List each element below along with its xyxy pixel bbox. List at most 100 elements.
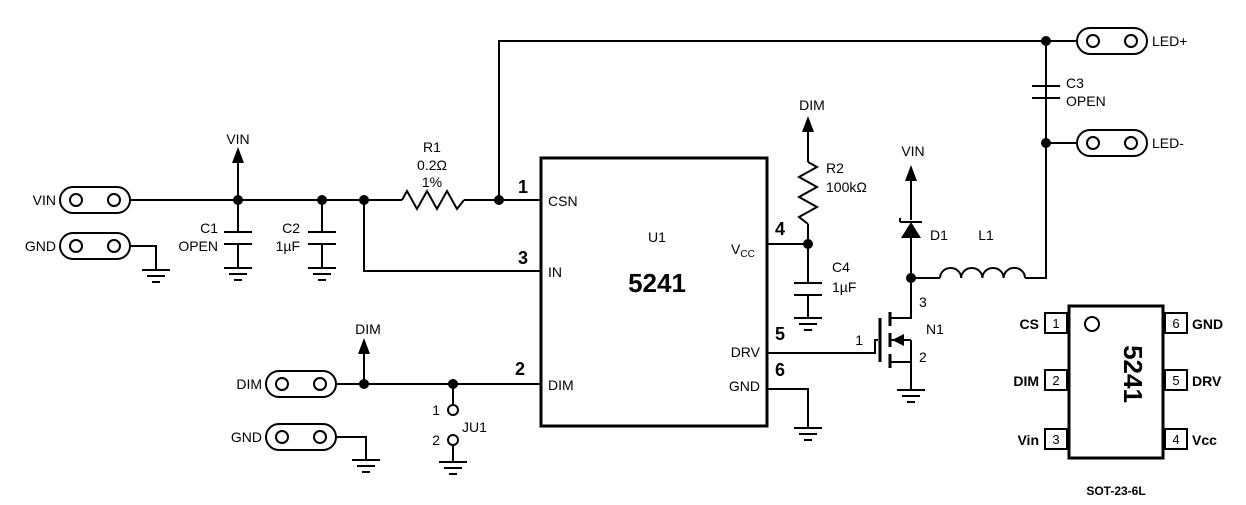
gnd-bottom-connector-label: GND: [231, 429, 262, 445]
ic-pin-vcc-num: 4: [775, 219, 785, 239]
pkg-pin-num: 5: [1172, 373, 1179, 388]
ju1-ref: JU1: [462, 419, 487, 435]
r1-value: 0.2Ω: [417, 157, 447, 173]
led-minus-connector: LED-: [1076, 129, 1184, 157]
junction-dot: [494, 195, 504, 205]
n1-pin2: 2: [919, 349, 927, 365]
c2-value: 1µF: [276, 238, 300, 254]
d1-ref: D1: [930, 227, 948, 243]
ic-pin-dim-name: DIM: [548, 377, 574, 393]
vin-connector-label: VIN: [33, 192, 56, 208]
junction-dot: [448, 379, 458, 389]
pkg-pin-num: 2: [1052, 373, 1059, 388]
package-body: [1067, 304, 1165, 460]
r2-resistor-icon: [796, 161, 820, 225]
vin-d1-arrow-icon: VIN: [901, 143, 925, 181]
junction-dot: [906, 273, 916, 283]
pkg-pin-name: Vcc: [1192, 432, 1217, 448]
pkg-pin-num: 1: [1052, 316, 1059, 331]
pkg-pin-num: 6: [1172, 316, 1179, 331]
ic-pin-csn-num: 1: [518, 177, 528, 197]
gnd-top-connector-label: GND: [25, 238, 56, 254]
pkg-pin-name: DRV: [1192, 373, 1222, 389]
package-name: SOT-23-6L: [1086, 484, 1145, 498]
ic-pin-in-name: IN: [548, 264, 562, 280]
ground-icon: [793, 317, 823, 331]
package-diagram: 5241 1 2 3 6 5 4 CS DIM Vin GND DRV Vcc …: [1013, 304, 1223, 498]
ground-icon: [307, 267, 337, 281]
dim-rail-label: DIM: [355, 321, 381, 337]
c3-ref: C3: [1066, 75, 1084, 91]
d1-diode-icon: [899, 218, 922, 238]
ic-u1-body: [539, 156, 769, 428]
r2-value: 100kΩ: [826, 179, 867, 195]
c4-ref: C4: [832, 259, 850, 275]
junction-dot: [803, 239, 813, 249]
ground-icon: [438, 461, 468, 475]
dim-connector-label: DIM: [236, 376, 262, 392]
ju1-pin1: 1: [432, 402, 440, 418]
junction-dot: [359, 195, 369, 205]
junction-dot: [1041, 36, 1051, 46]
ju1-jumper-icon: [447, 404, 459, 446]
junction-dot: [233, 195, 243, 205]
c1-value: OPEN: [178, 238, 218, 254]
c2-ref: C2: [282, 220, 300, 236]
vin-connector: VIN: [33, 186, 131, 214]
ground-icon: [793, 427, 823, 441]
ic-ref: U1: [648, 229, 666, 245]
l1-ref: L1: [978, 227, 994, 243]
n1-pin1: 1: [855, 332, 863, 348]
dim-connector: DIM: [236, 370, 337, 398]
r1-tolerance: 1%: [422, 174, 442, 190]
n1-ref: N1: [926, 321, 944, 337]
led-plus-connector-label: LED+: [1152, 33, 1187, 49]
pin1-marker-icon: [1084, 316, 1100, 332]
ground-icon: [223, 267, 253, 281]
c3-capacitor-icon: [1032, 85, 1060, 99]
ic-pin-gnd-name: GND: [729, 378, 760, 394]
pkg-pin-name: DIM: [1013, 373, 1039, 389]
ic-pin-csn-name: CSN: [548, 193, 578, 209]
junction-dot: [1041, 138, 1051, 148]
ic-pin-drv-name: DRV: [731, 344, 761, 360]
ic-pin-gnd-num: 6: [775, 360, 785, 380]
junction-dot: [359, 379, 369, 389]
package-chip-name: 5241: [1118, 345, 1148, 403]
c4-value: 1µF: [832, 279, 856, 295]
dim-r2-arrow-icon: DIM: [799, 97, 825, 132]
gnd-bottom-connector: GND: [231, 423, 337, 451]
ic-pin-vcc-name: VCC: [731, 241, 755, 260]
r1-resistor-icon: [401, 188, 465, 212]
pkg-pin-num: 4: [1172, 432, 1179, 447]
l1-inductor-icon: [939, 266, 1026, 279]
c1-capacitor-icon: [224, 231, 252, 245]
pkg-pin-name: Vin: [1017, 432, 1039, 448]
dim-rail-arrow-icon: DIM: [355, 321, 381, 354]
n1-pin3: 3: [919, 294, 927, 310]
ic-pin-drv-num: 5: [775, 324, 785, 344]
junction-dot: [317, 195, 327, 205]
vin-rail-arrow-icon: VIN: [226, 131, 250, 163]
ic-name: 5241: [628, 268, 686, 298]
r2-ref: R2: [826, 160, 844, 176]
c4-capacitor-icon: [794, 282, 822, 296]
n1-mosfet-icon: [878, 310, 912, 370]
pkg-pin-name: GND: [1192, 316, 1223, 332]
c2-capacitor-icon: [308, 231, 336, 245]
vin-rail-label: VIN: [226, 131, 249, 147]
r1-ref: R1: [423, 139, 441, 155]
pkg-pin-name: CS: [1020, 316, 1039, 332]
led-plus-connector: LED+: [1076, 27, 1187, 55]
output-wires: [767, 41, 1077, 428]
vin-d1-label: VIN: [901, 143, 924, 159]
ju1-pin2: 2: [432, 432, 440, 448]
led-minus-connector-label: LED-: [1152, 135, 1184, 151]
ground-icon: [141, 269, 171, 283]
ic-pin-in-num: 3: [518, 248, 528, 268]
ground-icon: [351, 459, 381, 473]
c3-value: OPEN: [1066, 93, 1106, 109]
ground-icon: [896, 389, 926, 403]
ic-pin-dim-num: 2: [515, 359, 525, 379]
